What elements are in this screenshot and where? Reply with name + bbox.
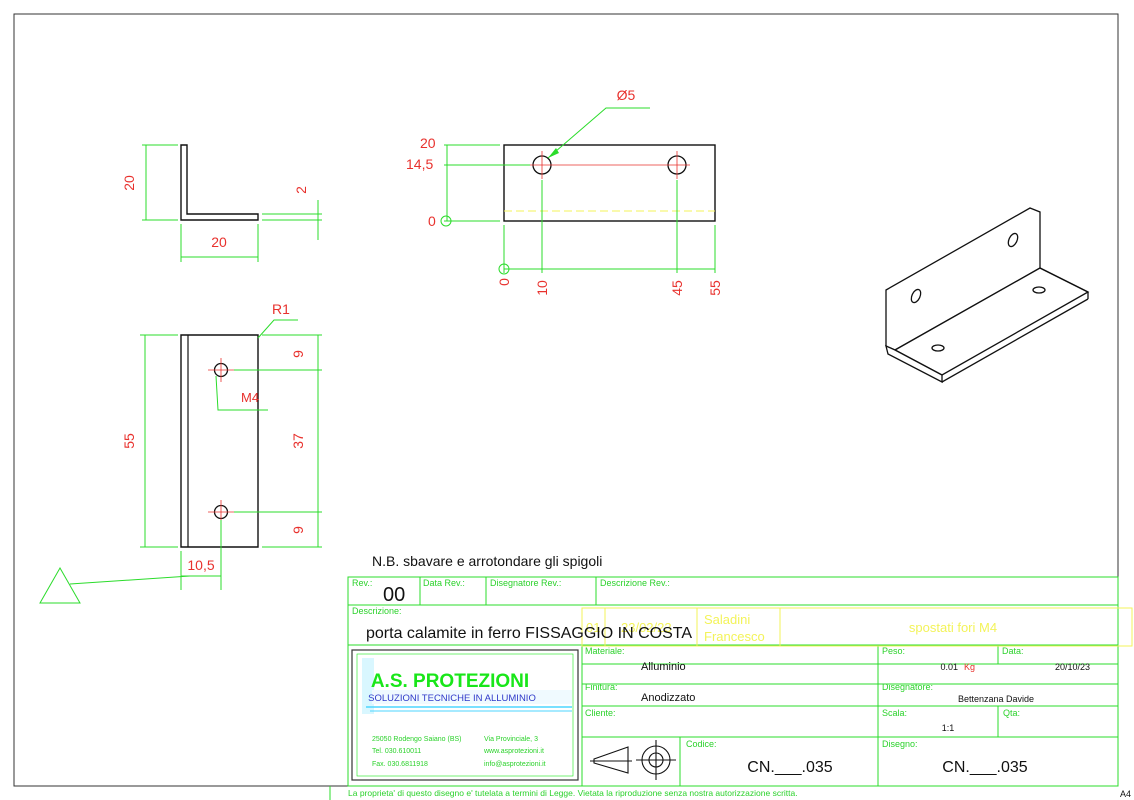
top-dim-length: 55 [121,433,137,449]
front-plate [503,144,716,222]
data-rev-label: Data Rev.: [423,578,465,588]
front-view: Ø5 20 14,5 0 0 10 45 55 [406,87,723,296]
descrizione-rev-label: Descrizione Rev.: [600,578,670,588]
peso-unit: Kg [964,662,975,672]
top-plate [180,334,259,548]
side-dim-width: 20 [211,234,227,250]
front-dim-10: 10 [534,280,550,296]
isometric-view [885,207,1090,384]
company-street: Via Provinciale, 3 [484,736,538,743]
front-dim-55: 55 [707,280,723,296]
company-logo-box: A.S. PROTEZIONI SOLUZIONI TECNICHE IN AL… [351,649,579,781]
top-dim-10-5: 10,5 [187,557,214,573]
front-dim-14-5: 14,5 [406,156,433,172]
descrizione-label: Descrizione: [352,606,402,616]
projection-symbol-icon [590,740,676,780]
top-dim-radius: R1 [272,301,290,317]
disegno-value: CN.___.035 [942,759,1027,776]
sheet-size: A4 [1120,789,1131,799]
rev-overlay-author-1: Saladini [704,612,750,627]
rev-overlay-date: 23/02/23 [621,620,672,635]
cliente-label: Cliente: [585,708,616,718]
front-dim-45: 45 [669,280,685,296]
company-address: 25050 Rodengo Saiano (BS) [372,736,462,743]
top-dim-9-top: 9 [290,350,306,358]
company-name: A.S. PROTEZIONI [371,671,529,692]
peso-label: Peso: [882,646,905,656]
front-dim-0-left: 0 [428,213,436,229]
surface-finish-symbol [39,566,191,604]
rev-label: Rev.: [352,578,372,588]
materiale-label: Materiale: [585,646,625,656]
peso-value: 0.01 [940,662,958,672]
descrizione-value: porta calamite in ferro FISSAGGIO IN COS… [366,625,692,642]
copyright-footer: La proprieta' di questo disegno e' tutel… [348,788,798,798]
finitura-value: Anodizzato [641,692,695,704]
top-dim-thread: M4 [241,390,259,405]
rev-overlay-number: 01 [586,620,600,635]
scala-label: Scala: [882,708,907,718]
disegnatore-rev-label: Disegnatore Rev.: [490,578,561,588]
top-view: R1 M4 55 9 37 9 10,5 [121,301,322,590]
side-dim-height: 20 [121,175,137,191]
top-dim-37: 37 [290,433,306,449]
company-email: info@asprotezioni.it [484,761,546,768]
data-value: 20/10/23 [1055,662,1090,672]
top-dim-9-bottom: 9 [290,526,306,534]
codice-label: Codice: [686,739,717,749]
deburr-note: N.B. sbavare e arrotondare gli spigoli [372,553,602,569]
company-fax: Fax. 030.6811918 [372,761,428,768]
title-block: 01 23/02/23 Saladini Francesco spostati … [347,576,1133,787]
data-label: Data: [1002,646,1024,656]
rev-overlay-author-2: Francesco [704,629,765,644]
front-dim-hole: Ø5 [617,87,636,103]
side-view: 20 20 2 [121,144,322,262]
qta-label: Qta: [1003,708,1020,718]
disegnatore-value: Bettenzana Davide [958,694,1034,704]
disegno-label: Disegno: [882,739,918,749]
disegnatore-label: Disegnatore: [882,682,933,692]
finitura-label: Finitura: [585,682,618,692]
company-tel: Tel. 030.610011 [372,748,421,755]
scala-value: 1:1 [942,723,955,733]
rev-overlay-desc: spostati fori M4 [909,620,997,635]
materiale-value: Alluminio [641,661,686,673]
company-web: www.asprotezioni.it [483,748,544,755]
front-dim-0-bottom: 0 [496,278,512,286]
l-profile [180,144,259,221]
rev-value: 00 [383,584,405,606]
front-dim-20: 20 [420,135,436,151]
company-tagline: SOLUZIONI TECNICHE IN ALLUMINIO [368,693,536,704]
codice-value: CN.___.035 [747,759,832,776]
side-dim-thickness: 2 [293,186,309,194]
